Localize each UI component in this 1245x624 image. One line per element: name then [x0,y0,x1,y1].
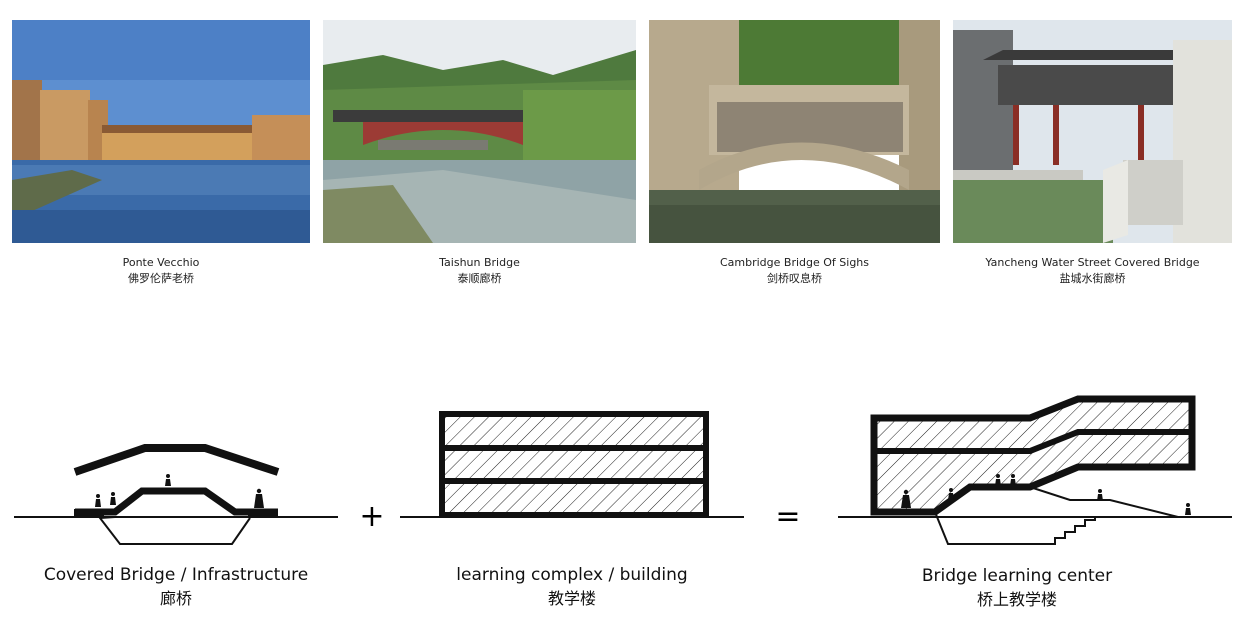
label-covered-bridge: Covered Bridge / Infrastructure 廊桥 [14,563,338,611]
label-zh: 廊桥 [159,589,192,608]
caption-zh: 佛罗伦萨老桥 [128,272,194,285]
caption-yancheng-bridge: Yancheng Water Street Covered Bridge 盐城水… [953,255,1232,287]
caption-ponte-vecchio: Ponte Vecchio 佛罗伦萨老桥 [12,255,310,287]
label-zh: 桥上教学楼 [976,590,1057,609]
caption-zh: 泰顺廊桥 [457,272,502,285]
caption-taishun-bridge: Taishun Bridge 泰顺廊桥 [323,255,636,287]
photo-taishun-bridge [323,20,636,243]
label-bridge-learning-center: Bridge learning center 桥上教学楼 [860,564,1174,612]
label-learning-complex: learning complex / building 教学楼 [400,563,744,611]
photo-yancheng-water-street-bridge [953,20,1232,243]
caption-en: Cambridge Bridge Of Sighs [719,256,870,269]
learning-building-drawing [400,411,744,518]
caption-en: Ponte Vecchio [122,256,200,269]
caption-en: Taishun Bridge [439,256,520,269]
bridge-learning-center-drawing [838,395,1232,545]
photo-cambridge-bridge-of-sighs [649,20,940,243]
label-en: learning complex / building [456,565,688,585]
caption-zh: 盐城水街廊桥 [1059,272,1126,285]
caption-en: Yancheng Water Street Covered Bridge [985,256,1200,269]
caption-cambridge-bridge: Cambridge Bridge Of Sighs 剑桥叹息桥 [649,255,940,287]
concept-diagram: + = [14,395,1232,545]
label-en: Bridge learning center [921,566,1113,586]
label-en: Covered Bridge / Infrastructure [43,565,309,585]
caption-zh: 剑桥叹息桥 [767,272,822,285]
plus-operator: + [359,499,384,534]
photo-ponte-vecchio [12,20,310,243]
label-zh: 教学楼 [547,589,596,608]
equals-operator: = [775,499,800,534]
covered-bridge-drawing [14,444,338,545]
